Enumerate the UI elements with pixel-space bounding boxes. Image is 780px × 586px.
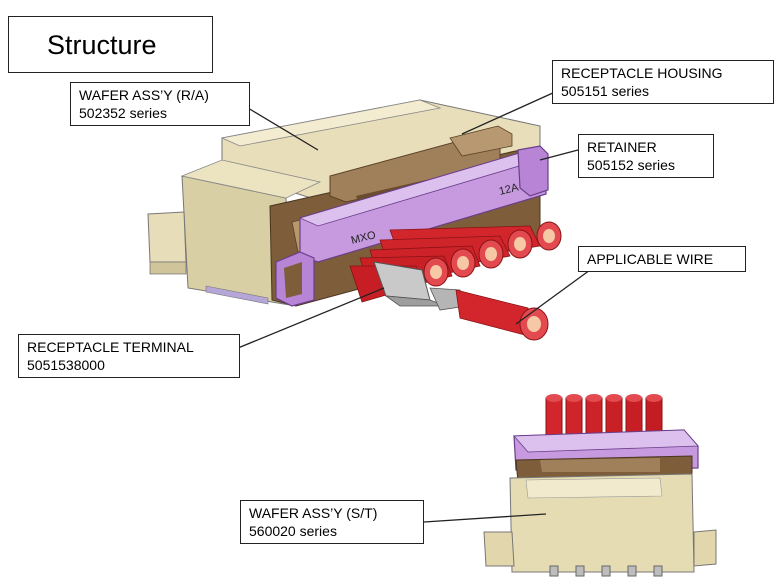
callout-receptacle-terminal-series: 5051538000: [27, 357, 105, 373]
callout-wafer-ra-series: 502352 series: [79, 105, 167, 121]
callout-wafer-ra: WAFER ASS’Y (R/A) 502352 series: [70, 82, 250, 126]
callout-receptacle-terminal-name: RECEPTACLE TERMINAL: [27, 339, 194, 355]
callout-retainer: RETAINER 505152 series: [578, 134, 714, 178]
terminal-shape: [373, 261, 467, 311]
callout-wafer-st-name: WAFER ASS’Y (S/T): [249, 505, 378, 521]
callout-applicable-wire: APPLICABLE WIRE: [578, 246, 746, 272]
marking-left: MXO: [350, 229, 378, 247]
callout-wafer-st-series: 560020 series: [249, 523, 337, 539]
page-title: Structure: [8, 16, 213, 73]
wafer-st-body: [483, 394, 717, 577]
callout-wafer-st: WAFER ASS’Y (S/T) 560020 series: [240, 500, 424, 544]
leader-lines: [237, 91, 591, 523]
callout-receptacle-terminal: RECEPTACLE TERMINAL 5051538000: [18, 334, 240, 378]
retainer-shape: [275, 145, 549, 307]
callout-wafer-ra-name: WAFER ASS’Y (R/A): [79, 87, 209, 103]
callout-retainer-name: RETAINER: [587, 139, 657, 155]
applicable-wire-shape: [455, 289, 549, 341]
marking-right: 12A: [498, 181, 521, 198]
callout-receptacle-housing-name: RECEPTACLE HOUSING: [561, 65, 723, 81]
callout-receptacle-housing-series: 505151 series: [561, 83, 649, 99]
callout-receptacle-housing: RECEPTACLE HOUSING 505151 series: [552, 60, 774, 104]
callout-applicable-wire-name: APPLICABLE WIRE: [587, 251, 714, 267]
callout-retainer-series: 505152 series: [587, 157, 675, 173]
